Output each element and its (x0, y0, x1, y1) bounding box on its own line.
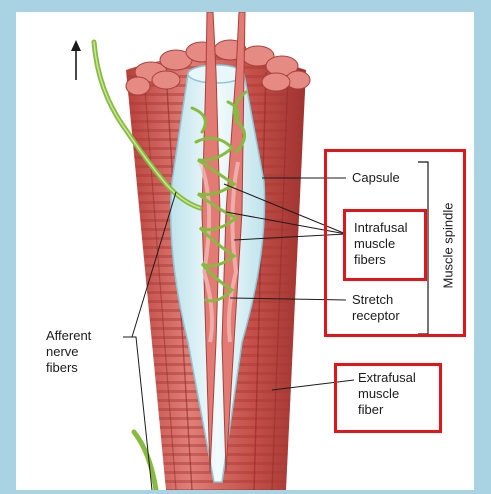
muscle-spindle-diagram: Capsule Intrafusal muscle fibers Stretch… (16, 12, 474, 490)
afferent-label: Afferent nerve fibers (46, 328, 91, 376)
intrafusal-highlight-box (343, 209, 427, 281)
extrafusal-highlight-box (334, 363, 442, 433)
up-arrow-icon (71, 40, 81, 80)
